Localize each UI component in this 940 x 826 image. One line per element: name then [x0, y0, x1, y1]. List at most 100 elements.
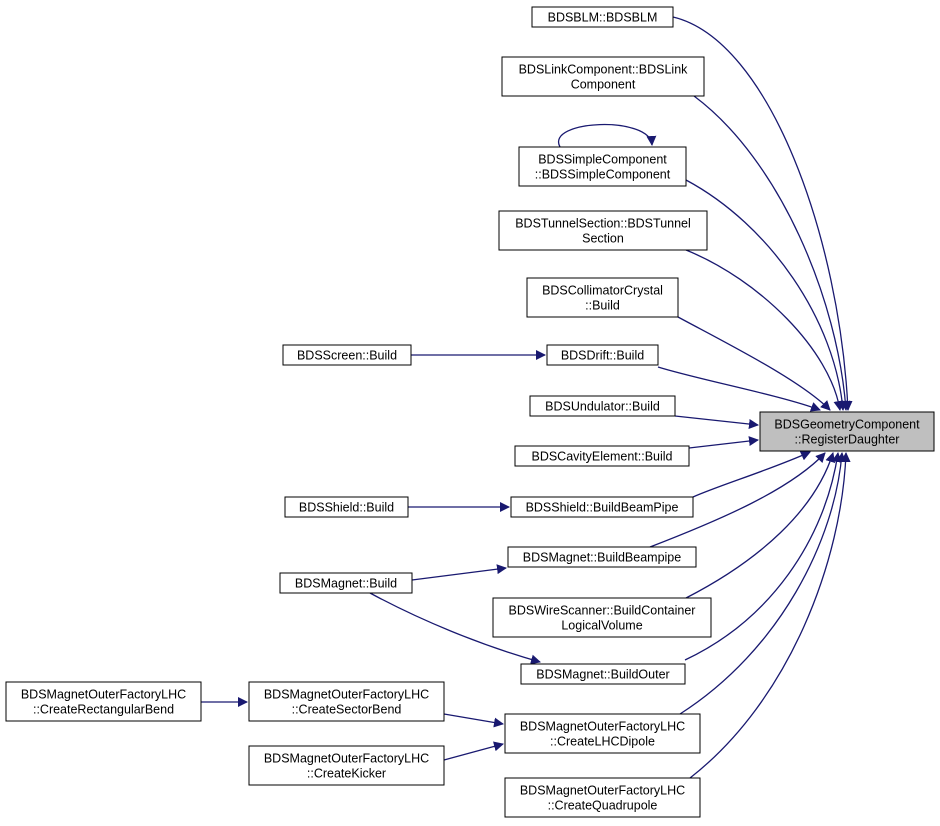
node-label-line: BDSShield::BuildBeamPipe — [526, 501, 679, 515]
node-sectbend[interactable]: BDSMagnetOuterFactoryLHC::CreateSectorBe… — [248, 681, 445, 722]
edge-line — [369, 592, 541, 665]
node-label-line: Component — [571, 78, 636, 92]
node-label-line: BDSScreen::Build — [297, 349, 397, 363]
edge-wire-to-target — [685, 452, 836, 599]
node-label-line: BDSMagnetOuterFactoryLHC — [520, 784, 685, 798]
edge-line — [674, 415, 759, 430]
edge-line — [443, 741, 504, 761]
node-box — [248, 681, 445, 722]
node-blm[interactable]: BDSBLM::BDSBLM — [531, 6, 674, 28]
edge-tunnel-to-target — [685, 249, 844, 411]
node-label-line: ::RegisterDaughter — [795, 433, 900, 447]
node-box — [510, 496, 694, 518]
node-label-line: ::CreateLHCDipole — [550, 735, 655, 749]
node-magnet[interactable]: BDSMagnet::Build — [279, 572, 413, 594]
edge-line — [685, 452, 836, 599]
node-label-line: BDSWireScanner::BuildContainer — [509, 604, 696, 618]
call-nodes: BDSGeometryComponent::RegisterDaughterBD… — [5, 6, 935, 818]
edge-link-to-target — [693, 95, 851, 411]
edge-outer-to-target — [684, 452, 842, 661]
node-link[interactable]: BDSLinkComponent::BDSLinkComponent — [501, 56, 705, 97]
node-label-line: ::BDSSimpleComponent — [535, 168, 671, 182]
edge-line — [443, 713, 504, 728]
edge-line — [411, 564, 507, 581]
node-box — [546, 344, 659, 366]
edge-kicker-to-lhcdipole — [443, 741, 504, 761]
node-label-line: BDSSimpleComponent — [538, 153, 667, 167]
node-label-line: BDSDrift::Build — [561, 349, 644, 363]
edge-lhcdipole-to-target — [679, 452, 847, 715]
node-label-line: BDSShield::Build — [299, 501, 394, 515]
node-label-line: Section — [582, 232, 624, 246]
node-box — [504, 777, 701, 818]
node-box — [518, 146, 687, 187]
node-drift[interactable]: BDSDrift::Build — [546, 344, 659, 366]
edge-line — [688, 436, 759, 449]
node-box — [5, 681, 202, 722]
node-tunnel[interactable]: BDSTunnelSection::BDSTunnelSection — [498, 210, 708, 251]
node-label-line: ::Build — [585, 299, 620, 313]
node-outer[interactable]: BDSMagnet::BuildOuter — [520, 663, 686, 685]
edge-blm-to-target — [672, 16, 853, 411]
edge-line — [692, 451, 811, 498]
node-quad[interactable]: BDSMagnetOuterFactoryLHC::CreateQuadrupo… — [504, 777, 701, 818]
node-screen[interactable]: BDSScreen::Build — [282, 344, 412, 366]
node-label-line: BDSCavityElement::Build — [531, 450, 672, 464]
edge-simple-to-target — [685, 179, 848, 411]
node-label-line: BDSMagnetOuterFactoryLHC — [21, 688, 186, 702]
node-wire[interactable]: BDSWireScanner::BuildContainerLogicalVol… — [492, 597, 712, 638]
node-cavity[interactable]: BDSCavityElement::Build — [514, 445, 690, 467]
node-box — [248, 745, 445, 786]
edge-magnet-to-magnetbp — [411, 564, 507, 581]
node-magnetbp[interactable]: BDSMagnet::BuildBeampipe — [507, 546, 697, 568]
node-simple[interactable]: BDSSimpleComponent::BDSSimpleComponent — [518, 146, 687, 187]
node-box — [279, 572, 413, 594]
edge-line — [685, 179, 848, 411]
node-label-line: ::CreateSectorBend — [292, 703, 402, 717]
node-box — [498, 210, 708, 251]
node-kicker[interactable]: BDSMagnetOuterFactoryLHC::CreateKicker — [248, 745, 445, 786]
edge-line — [677, 316, 831, 411]
edge-cavity-to-target — [688, 436, 759, 449]
node-label-line: BDSMagnetOuterFactoryLHC — [520, 720, 685, 734]
edge-line — [679, 452, 847, 715]
node-box — [529, 395, 676, 417]
node-label-line: BDSLinkComponent::BDSLink — [519, 63, 689, 77]
node-box — [504, 713, 701, 754]
node-box — [759, 411, 935, 452]
edge-line — [672, 16, 853, 411]
node-shield[interactable]: BDSShield::Build — [284, 496, 409, 518]
node-crystal[interactable]: BDSCollimatorCrystal::Build — [526, 277, 679, 318]
node-box — [526, 277, 679, 318]
edge-line — [689, 452, 851, 779]
edge-line — [685, 249, 844, 411]
node-label-line: BDSMagnet::BuildOuter — [536, 668, 669, 682]
node-label-line: BDSTunnelSection::BDSTunnel — [515, 217, 691, 231]
edge-undulator-to-target — [674, 415, 759, 430]
edge-line — [557, 123, 657, 148]
edge-simple-to-simple — [557, 123, 657, 148]
node-box — [282, 344, 412, 366]
node-label-line: BDSMagnetOuterFactoryLHC — [264, 688, 429, 702]
node-undulator[interactable]: BDSUndulator::Build — [529, 395, 676, 417]
node-rectbend[interactable]: BDSMagnetOuterFactoryLHC::CreateRectangu… — [5, 681, 202, 722]
node-label-line: BDSMagnetOuterFactoryLHC — [264, 752, 429, 766]
node-target[interactable]: BDSGeometryComponent::RegisterDaughter — [759, 411, 935, 452]
edge-sectbend-to-lhcdipole — [443, 713, 504, 728]
node-box — [501, 56, 705, 97]
node-label-line: BDSMagnet::Build — [295, 577, 397, 591]
node-shieldbp[interactable]: BDSShield::BuildBeamPipe — [510, 496, 694, 518]
node-box — [531, 6, 674, 28]
call-edges — [201, 16, 853, 779]
node-box — [284, 496, 409, 518]
edge-shieldbp-to-target — [692, 451, 811, 498]
edge-line — [684, 452, 842, 661]
node-label-line: ::CreateQuadrupole — [548, 799, 658, 813]
node-label-line: ::CreateKicker — [307, 767, 386, 781]
node-label-line: BDSBLM::BDSBLM — [548, 11, 658, 25]
node-lhcdipole[interactable]: BDSMagnetOuterFactoryLHC::CreateLHCDipol… — [504, 713, 701, 754]
node-label-line: BDSMagnet::BuildBeampipe — [523, 551, 681, 565]
node-box — [492, 597, 712, 638]
edge-magnet-to-outer — [369, 592, 541, 665]
